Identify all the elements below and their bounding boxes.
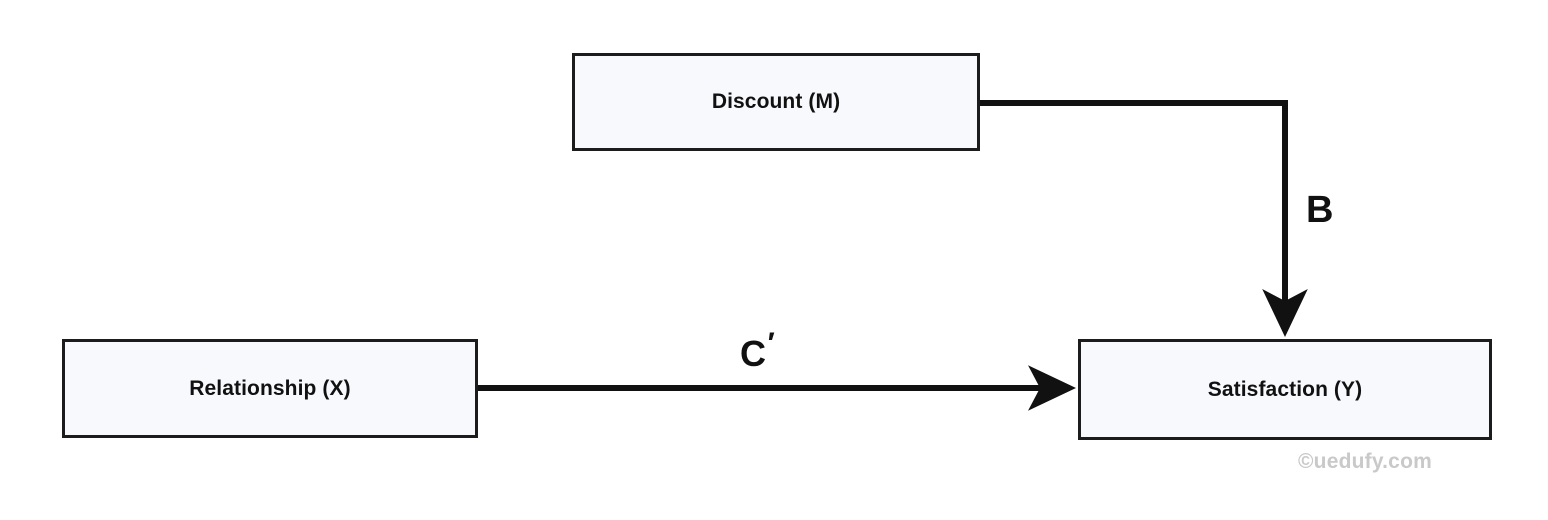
connector-discount-to-satisfaction — [980, 100, 1308, 338]
node-relationship-label: Relationship (X) — [189, 376, 351, 400]
watermark: ©uedufy.com — [1298, 450, 1432, 473]
node-discount-moderator[interactable]: Discount (M) — [572, 53, 980, 151]
edge-label-c-prime-mark: ′ — [766, 327, 774, 360]
node-satisfaction-label: Satisfaction (Y) — [1207, 377, 1363, 401]
edge-label-c-prime: C′ — [740, 323, 773, 375]
edge-label-b: B — [1306, 189, 1334, 231]
node-satisfaction-outcome[interactable]: Satisfaction (Y) — [1078, 339, 1492, 440]
edge-label-c-prime-letter: C — [740, 333, 766, 374]
node-discount-label: Discount (M) — [711, 90, 841, 113]
node-relationship-predictor[interactable]: Relationship (X) — [62, 339, 478, 438]
